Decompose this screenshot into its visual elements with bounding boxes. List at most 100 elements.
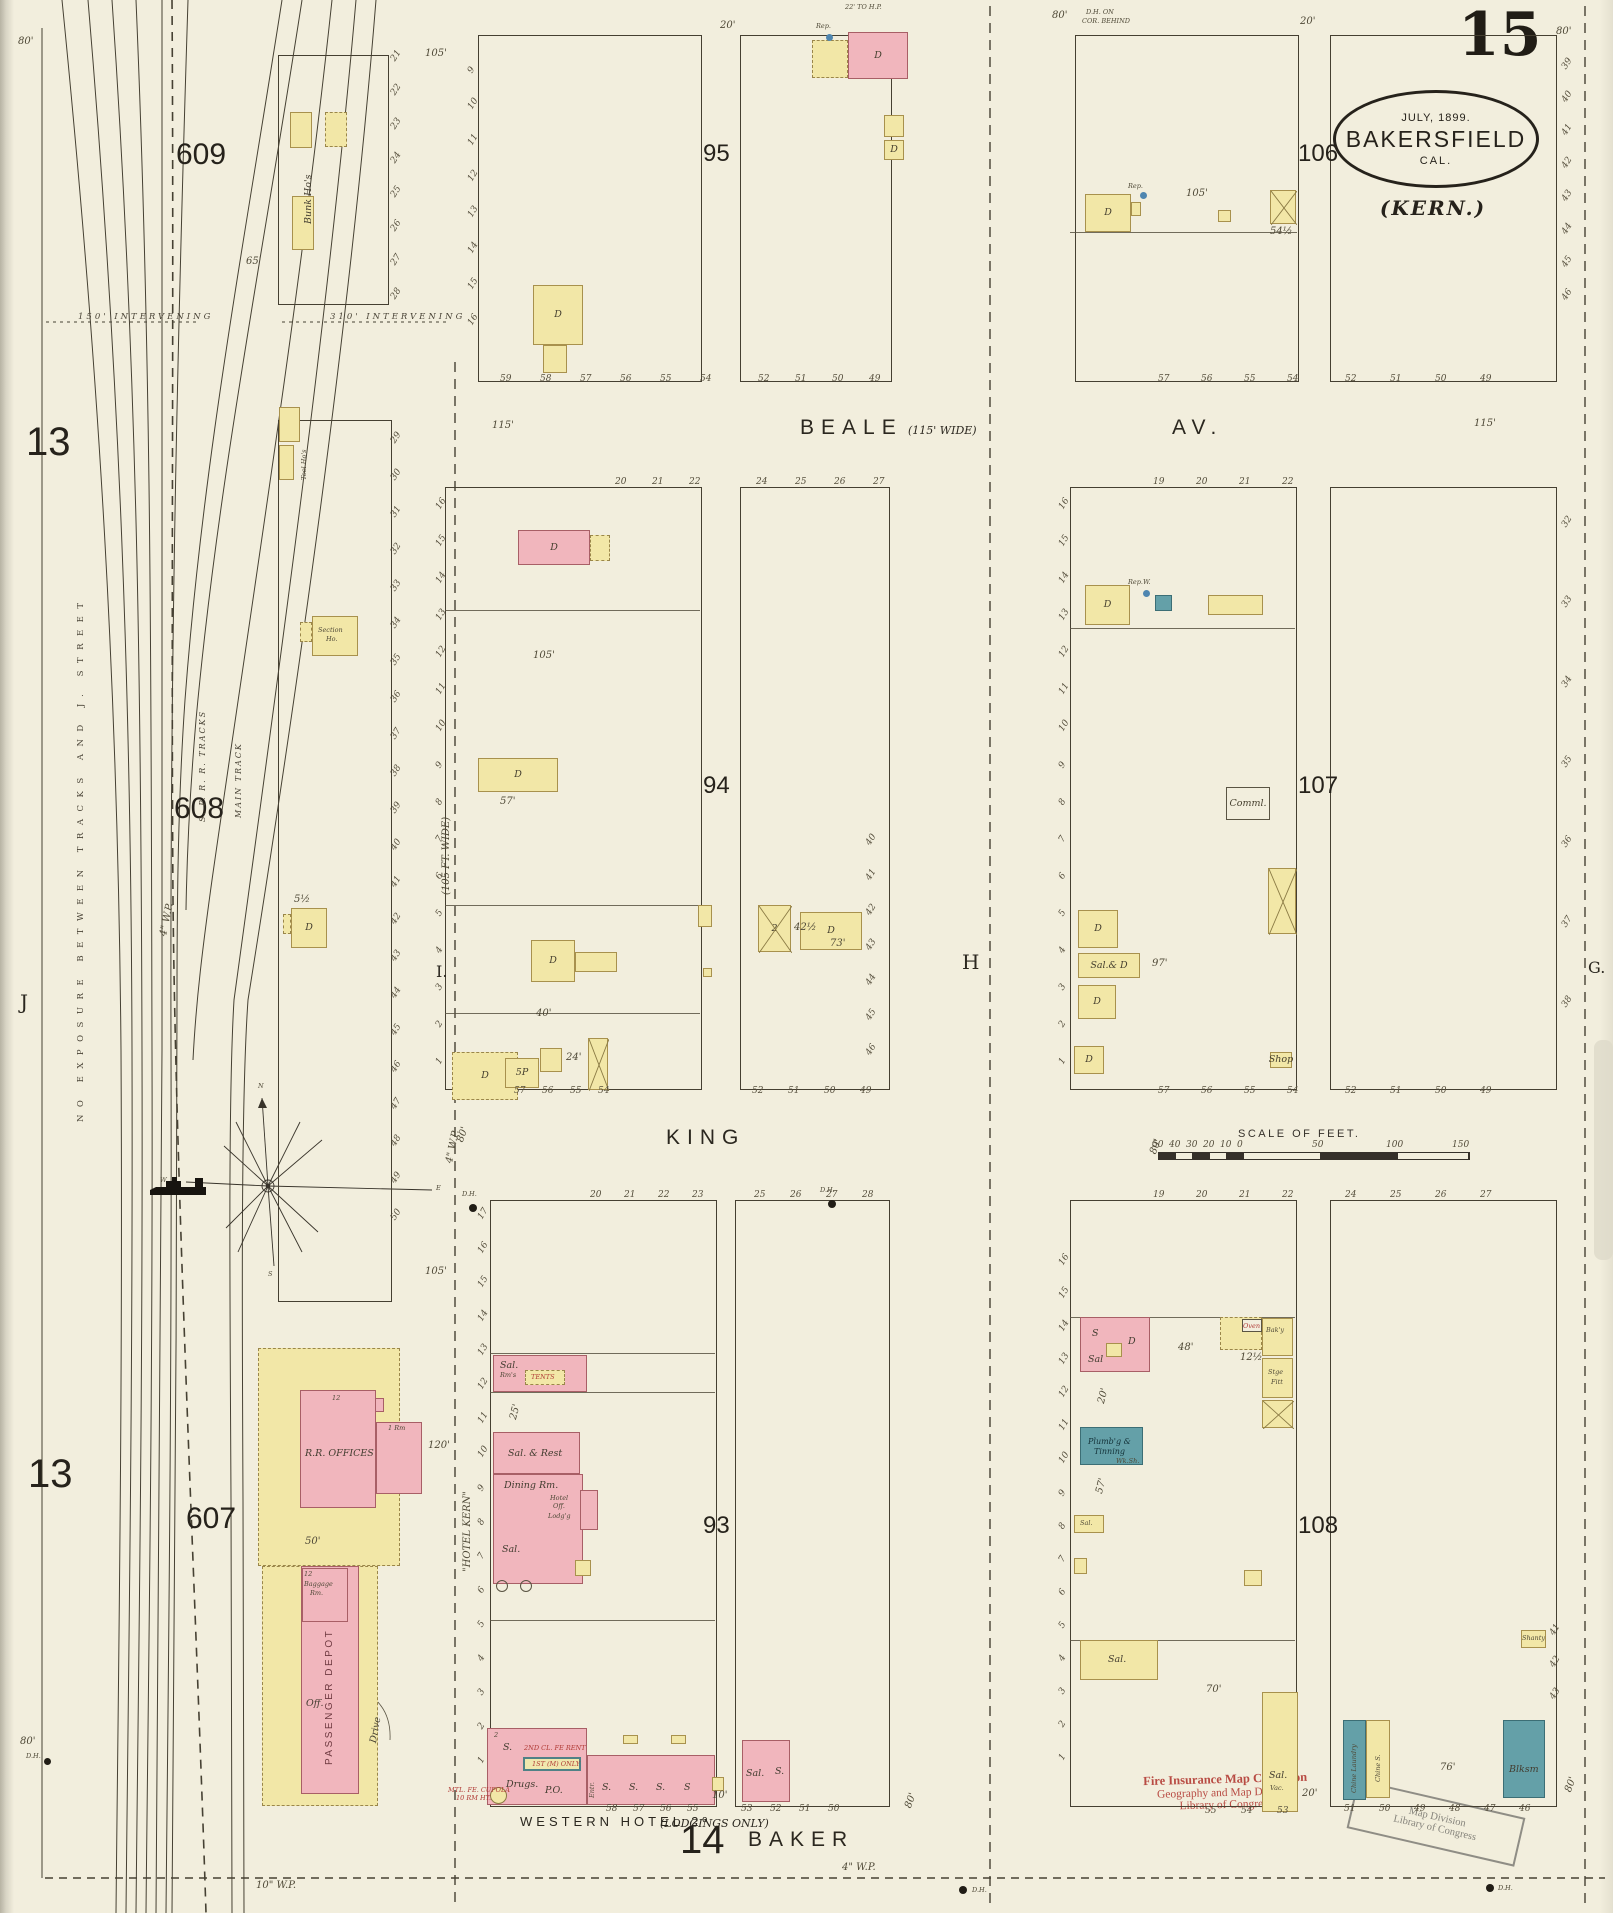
lot-line	[445, 905, 700, 906]
building	[1262, 1358, 1293, 1398]
lot-number: 51	[799, 1804, 811, 1814]
lot-number: 26	[1435, 1190, 1447, 1200]
scale-segment	[1244, 1153, 1321, 1159]
lot-number: 26	[834, 477, 846, 487]
lot-number: 54	[1287, 374, 1299, 384]
lot-number: 54	[598, 1086, 610, 1096]
map-label: 107	[1298, 772, 1339, 799]
lot-line	[490, 1620, 715, 1621]
lot-number: 25	[1390, 1190, 1402, 1200]
map-label: AV.	[1172, 416, 1224, 439]
building	[1270, 190, 1297, 225]
hotel-kern-building	[493, 1474, 583, 1584]
map-label: Fitt	[1271, 1378, 1283, 1386]
building: D	[518, 530, 590, 565]
map-label: S	[1092, 1328, 1099, 1339]
lot-number: 27	[1480, 1190, 1492, 1200]
building	[490, 1787, 507, 1804]
map-label: BEALE	[800, 416, 903, 439]
block-93-west	[490, 1200, 717, 1807]
lot-line	[1070, 232, 1297, 233]
block-95-east	[740, 35, 892, 382]
map-label: 5½	[294, 894, 311, 905]
map-label: Blksm	[1509, 1764, 1539, 1775]
title-city: BAKERSFIELD	[1345, 125, 1527, 152]
plumbing-tinning-building	[1080, 1427, 1143, 1465]
map-label: S.	[602, 1782, 612, 1793]
building: D	[531, 940, 575, 982]
building	[590, 535, 610, 561]
lot-line	[1070, 1317, 1295, 1318]
map-label: H	[962, 950, 980, 974]
building	[1268, 868, 1297, 935]
map-label: 609	[176, 138, 227, 171]
map-label: 608	[174, 792, 225, 825]
map-label: Drugs.	[506, 1779, 539, 1790]
building	[496, 1580, 508, 1592]
double-hydrant-dot	[828, 1200, 836, 1208]
map-label: MTL. FE. CUPOLA	[448, 1786, 510, 1794]
map-label: "HOTEL KERN"	[462, 1491, 473, 1572]
map-label: 10" W.P.	[256, 1880, 297, 1891]
map-label: N	[258, 1082, 264, 1090]
map-label: Sal. & Rest	[508, 1448, 563, 1459]
building	[1262, 1318, 1293, 1356]
lot-number: 58	[540, 374, 552, 384]
map-label: 115'	[1474, 418, 1496, 429]
lot-number: 52	[752, 1086, 764, 1096]
block-106-west	[1075, 35, 1299, 382]
map-label: S.	[656, 1782, 666, 1793]
map-label: 42½	[794, 922, 817, 933]
lot-number: 27	[826, 1190, 838, 1200]
lot-number: 51	[1344, 1804, 1356, 1814]
building: Shop	[1269, 1052, 1293, 1068]
map-label: S.	[503, 1742, 513, 1753]
map-label: Wk.Sh.	[1116, 1457, 1140, 1465]
double-hydrant-dot	[959, 1886, 967, 1894]
map-label: Off.	[306, 1698, 324, 1709]
building	[884, 115, 904, 137]
building-label: D	[1085, 1054, 1093, 1066]
lot-number: 54	[700, 374, 712, 384]
building	[1208, 595, 1263, 615]
map-label: Sal	[1088, 1354, 1104, 1365]
building	[292, 196, 314, 250]
map-label: Tinning	[1094, 1447, 1126, 1456]
map-label: J	[20, 990, 29, 1014]
building-label: Comml.	[1229, 797, 1267, 809]
block-107-east	[1330, 487, 1557, 1090]
scale-tick-label: 30	[1186, 1140, 1198, 1150]
scale-tick-label: 100	[1386, 1140, 1404, 1150]
building-label: D	[827, 925, 835, 937]
map-label: S	[684, 1782, 691, 1793]
building: 2	[758, 905, 792, 953]
map-label: S	[268, 1270, 273, 1278]
map-label: Sal.	[746, 1768, 765, 1779]
map-label: Tool Ho's	[300, 449, 308, 480]
map-label: Stge	[1268, 1368, 1284, 1376]
lot-number: 21	[624, 1190, 636, 1200]
blacksmith-shop	[1503, 1720, 1545, 1798]
building	[1262, 1400, 1294, 1429]
building	[1131, 202, 1141, 216]
lot-number: 51	[1390, 374, 1402, 384]
building-label: 5P	[515, 1067, 529, 1079]
scale-tick-label: 40	[1169, 1140, 1181, 1150]
scale-segment	[1193, 1153, 1210, 1159]
map-label: 80'	[1556, 26, 1572, 37]
map-label: 80'	[1052, 10, 1068, 21]
lot-number: 21	[652, 477, 664, 487]
title-date: JULY, 1899.	[1401, 111, 1471, 124]
lot-number: 22	[1282, 1190, 1294, 1200]
map-label: Rep.W.	[1128, 578, 1151, 586]
building: D	[1085, 194, 1131, 232]
map-label: 14	[680, 1818, 725, 1862]
scale-of-feet-title: SCALE OF FEET.	[1238, 1128, 1361, 1140]
building	[1106, 1343, 1122, 1357]
map-label: KING	[666, 1126, 746, 1149]
saloon-restaurant	[493, 1432, 580, 1474]
lot-line	[445, 610, 700, 611]
lot-number: 19	[1153, 477, 1165, 487]
lot-number: 24	[1345, 1190, 1357, 1200]
map-label: S. P. R. R. TRACKS	[198, 709, 207, 822]
